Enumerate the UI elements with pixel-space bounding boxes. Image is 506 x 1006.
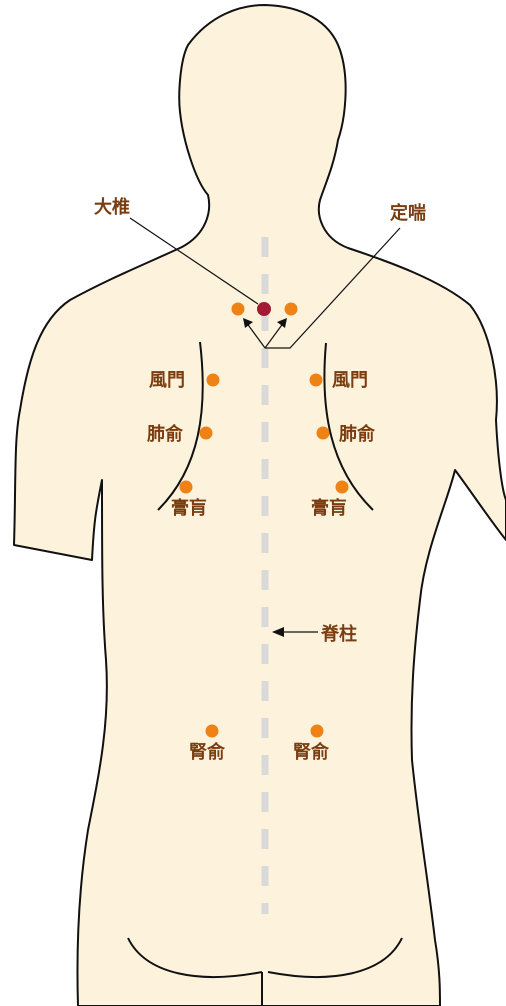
feishu-right-point <box>317 427 330 440</box>
shenshu-left-label: 腎俞 <box>189 741 226 763</box>
dingchuan-left-point <box>232 303 245 316</box>
feishu-left-label: 肺俞 <box>147 423 184 445</box>
fengmen-left-point <box>207 374 220 387</box>
shenshu-right-point <box>311 725 324 738</box>
feishu-left-point <box>200 427 213 440</box>
shenshu-left-point <box>206 725 219 738</box>
gaohuang-left-point <box>180 481 193 494</box>
spine-label: 脊柱 <box>320 623 357 645</box>
gaohuang-left-label: 膏肓 <box>171 497 207 519</box>
dazhui-label: 大椎 <box>94 196 130 218</box>
gaohuang-right-label: 膏肓 <box>311 497 347 519</box>
body-silhouette <box>14 5 506 1006</box>
dazhui-point <box>257 302 271 316</box>
dingchuan-label: 定喘 <box>390 202 426 224</box>
feishu-right-label: 肺俞 <box>339 423 376 445</box>
dingchuan-right-point <box>285 303 298 316</box>
shenshu-right-label: 腎俞 <box>293 741 330 763</box>
fengmen-left-label: 風門 <box>149 370 185 391</box>
fengmen-right-point <box>310 374 323 387</box>
gaohuang-right-point <box>336 481 349 494</box>
fengmen-right-label: 風門 <box>332 370 368 391</box>
